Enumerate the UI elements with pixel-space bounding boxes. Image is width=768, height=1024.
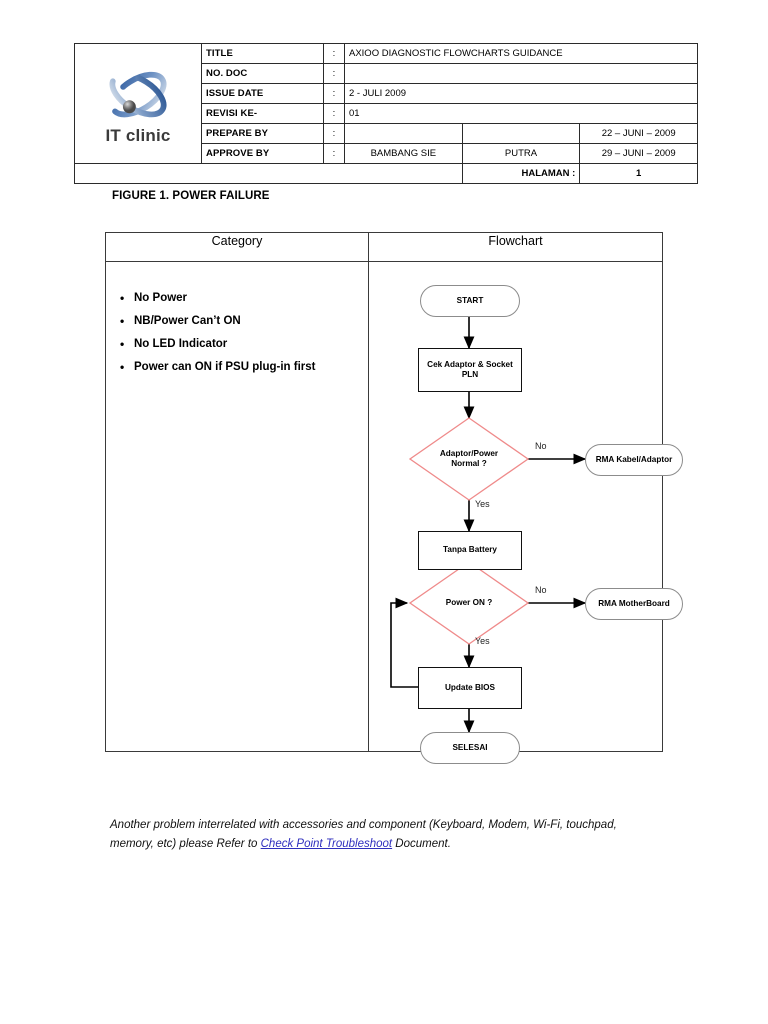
header-table: IT clinic TITLE : AXIOO DIAGNOSTIC FLOWC…: [74, 43, 698, 184]
document-control-header: IT clinic TITLE : AXIOO DIAGNOSTIC FLOWC…: [74, 43, 698, 184]
edge-label-no-2: No: [535, 585, 547, 595]
flow-node-cek-adaptor: Cek Adaptor & Socket PLN: [418, 348, 522, 392]
flow-node-tanpa-battery: Tanpa Battery: [418, 531, 522, 570]
header-label-title: TITLE: [201, 43, 324, 64]
footer-note-part1: Another problem interrelated with access…: [110, 819, 617, 850]
category-list: No Power NB/Power Can’t ON No LED Indica…: [106, 291, 368, 374]
flow-node-rma-motherboard: RMA MotherBoard: [585, 588, 683, 620]
list-item: No LED Indicator: [120, 337, 368, 351]
main-body-row: No Power NB/Power Can’t ON No LED Indica…: [105, 261, 683, 764]
flow-node-adaptor-line2: Normal ?: [451, 459, 487, 468]
header-row-halaman: HALAMAN : 1: [74, 163, 698, 184]
header-prepareby-date: 22 – JUNI – 2009: [579, 123, 698, 144]
category-flowchart-table: Category Flowchart No Power NB/Power Can…: [105, 232, 683, 764]
logo-cell: IT clinic: [74, 43, 202, 164]
flow-node-rma-kabel-adaptor: RMA Kabel/Adaptor: [585, 444, 683, 476]
flowchart-canvas: START Cek Adaptor & Socket PLN Adaptor/P…: [370, 263, 683, 764]
header-approveby-second: PUTRA: [461, 143, 581, 164]
flow-node-adaptor-line1: Adaptor/Power: [439, 448, 499, 458]
header-label-nodoc: NO. DOC: [201, 63, 324, 84]
header-colon-approveby: :: [323, 143, 345, 164]
flowchart-connectors: [390, 315, 587, 734]
header-halaman-label: HALAMAN :: [461, 163, 581, 184]
header-label-approveby: APPROVE BY: [201, 143, 324, 164]
header-label-issuedate: ISSUE DATE: [201, 83, 324, 104]
atom-orbit-logo-icon: [101, 63, 175, 129]
logo-text: IT clinic: [105, 125, 171, 145]
category-cell: No Power NB/Power Can’t ON No LED Indica…: [105, 261, 369, 752]
header-colon-title: :: [323, 43, 345, 64]
flow-node-power-on-question: Power ON ?: [445, 597, 493, 607]
edge-label-no-1: No: [535, 441, 547, 451]
header-row-approveby: APPROVE BY : BAMBANG SIE PUTRA 29 – JUNI…: [75, 143, 698, 164]
header-value-title: AXIOO DIAGNOSTIC FLOWCHARTS GUIDANCE: [344, 43, 698, 64]
flow-node-update-bios: Update BIOS: [418, 667, 522, 709]
flow-node-start: START: [420, 285, 520, 317]
main-header-row: Category Flowchart: [105, 232, 663, 262]
header-value-revisi: 01: [344, 103, 698, 124]
flow-node-cek-line2: PLN: [461, 370, 479, 379]
header-row-revisi: REVISI KE- : 01: [75, 103, 698, 124]
figure-table: Category Flowchart No Power NB/Power Can…: [105, 232, 683, 764]
header-approveby-name: BAMBANG SIE: [344, 143, 463, 164]
edge-label-yes-1: Yes: [475, 499, 490, 509]
header-colon-revisi: :: [323, 103, 345, 124]
footer-note-part2: Document.: [392, 837, 451, 850]
header-row-title: IT clinic TITLE : AXIOO DIAGNOSTIC FLOWC…: [74, 43, 698, 164]
header-label-revisi: REVISI KE-: [201, 103, 324, 124]
header-value-nodoc: [344, 63, 698, 84]
list-item: Power can ON if PSU plug-in first: [120, 360, 368, 374]
header-approveby-date: 29 – JUNI – 2009: [579, 143, 698, 164]
figure-title: FIGURE 1. POWER FAILURE: [112, 190, 270, 202]
flowchart-cell: START Cek Adaptor & Socket PLN Adaptor/P…: [368, 261, 683, 764]
header-row-prepareby: PREPARE BY : 22 – JUNI – 2009: [75, 123, 698, 144]
header-prepareby-name: [344, 123, 463, 144]
list-item: No Power: [120, 291, 368, 305]
header-colon-prepareby: :: [323, 123, 345, 144]
header-row-issuedate: ISSUE DATE : 2 - JULI 2009: [75, 83, 698, 104]
flow-node-cek-line1: Cek Adaptor & Socket: [427, 359, 513, 369]
column-header-flowchart: Flowchart: [368, 232, 663, 262]
flow-node-selesai: SELESAI: [420, 732, 520, 764]
header-colon-nodoc: :: [323, 63, 345, 84]
header-value-issuedate: 2 - JULI 2009: [344, 83, 698, 104]
edge-label-yes-2: Yes: [475, 636, 490, 646]
check-point-troubleshoot-link[interactable]: Check Point Troubleshoot: [260, 837, 393, 850]
column-header-category: Category: [105, 232, 369, 262]
header-halaman-spacer: [74, 163, 463, 184]
header-prepareby-second: [461, 123, 581, 144]
header-label-prepareby: PREPARE BY: [201, 123, 324, 144]
flow-node-adaptor-power-normal: Adaptor/Power Normal ?: [419, 446, 519, 472]
header-halaman-value: 1: [579, 163, 698, 184]
header-colon-issuedate: :: [323, 83, 345, 104]
list-item: NB/Power Can’t ON: [120, 314, 368, 328]
footer-note: Another problem interrelated with access…: [110, 816, 640, 854]
